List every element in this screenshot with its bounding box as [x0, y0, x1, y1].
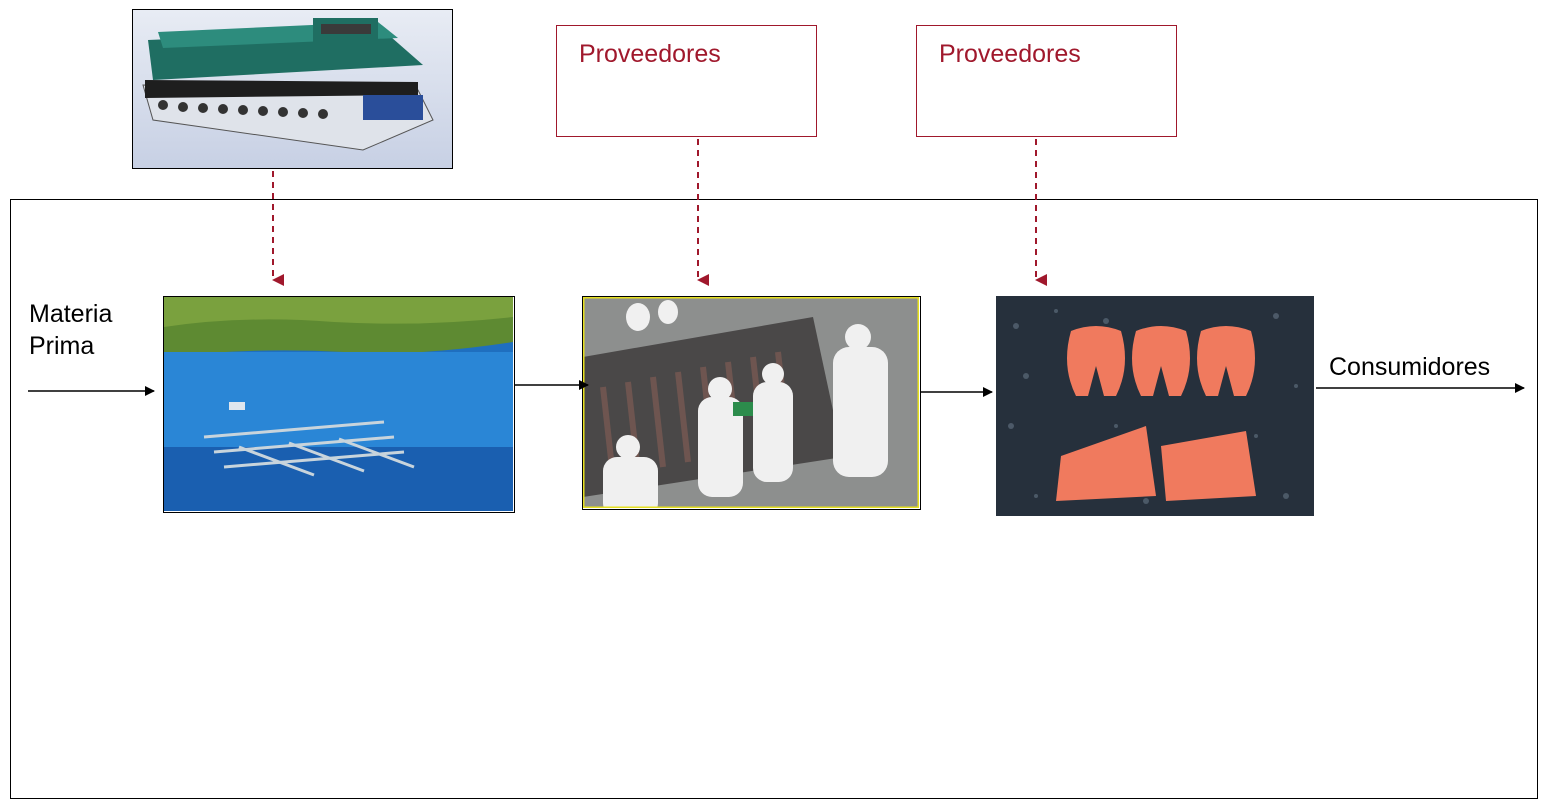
- consumidores-label: Consumidores: [1329, 353, 1491, 381]
- processing-image: [582, 296, 921, 510]
- materia-label-line2: Prima: [29, 332, 95, 360]
- salmon-product-image: [996, 296, 1314, 516]
- materia-label-line1: Materia: [29, 300, 113, 328]
- boat-image: [132, 9, 453, 169]
- supplier-box-processing: Proveedores: [556, 25, 817, 137]
- materia-prima-label: Materia Prima: [29, 298, 112, 362]
- supplier-label: Proveedores: [579, 40, 721, 68]
- farming-image: [163, 296, 515, 513]
- supplier-box-products: Proveedores: [916, 25, 1177, 137]
- supplier-label: Proveedores: [939, 40, 1081, 68]
